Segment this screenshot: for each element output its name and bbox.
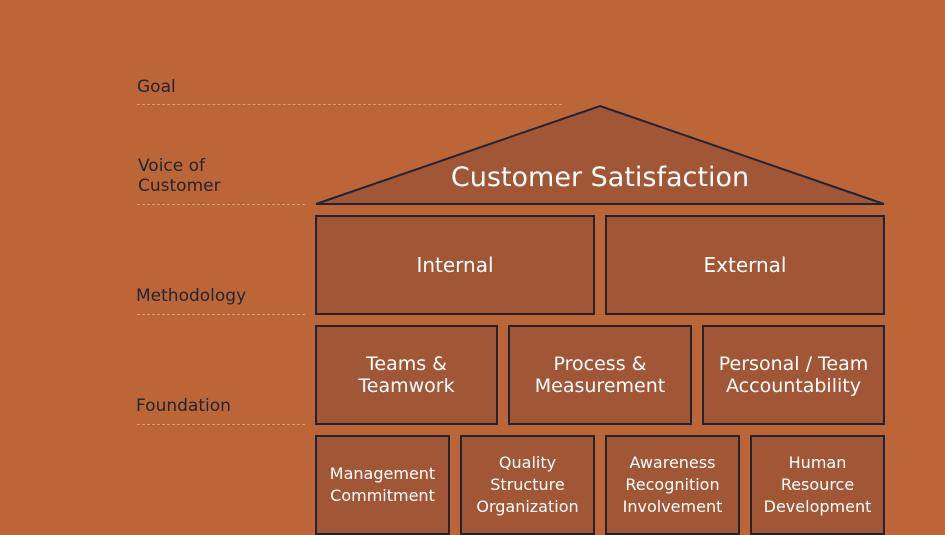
box-human-resource-development: Human Resource Development bbox=[750, 435, 885, 535]
label-goal: Goal bbox=[137, 77, 176, 97]
divider-goal bbox=[137, 104, 562, 105]
divider-voice bbox=[137, 204, 305, 205]
box-quality-structure-organization: Quality Structure Organization bbox=[460, 435, 595, 535]
label-foundation: Foundation bbox=[136, 396, 231, 416]
label-voice-of-customer: Voice of Customer bbox=[138, 156, 221, 196]
box-external: External bbox=[605, 215, 885, 315]
box-management-commitment: Management Commitment bbox=[315, 435, 450, 535]
box-awareness-recognition-involvement: Awareness Recognition Involvement bbox=[605, 435, 740, 535]
roof-title: Customer Satisfaction bbox=[450, 162, 750, 193]
box-personal-team-accountability: Personal / Team Accountability bbox=[702, 325, 885, 425]
box-teams-teamwork: Teams & Teamwork bbox=[315, 325, 498, 425]
divider-foundation bbox=[137, 424, 305, 425]
box-process-measurement: Process & Measurement bbox=[508, 325, 692, 425]
label-methodology: Methodology bbox=[136, 286, 247, 306]
box-internal: Internal bbox=[315, 215, 595, 315]
divider-methodology bbox=[137, 314, 305, 315]
